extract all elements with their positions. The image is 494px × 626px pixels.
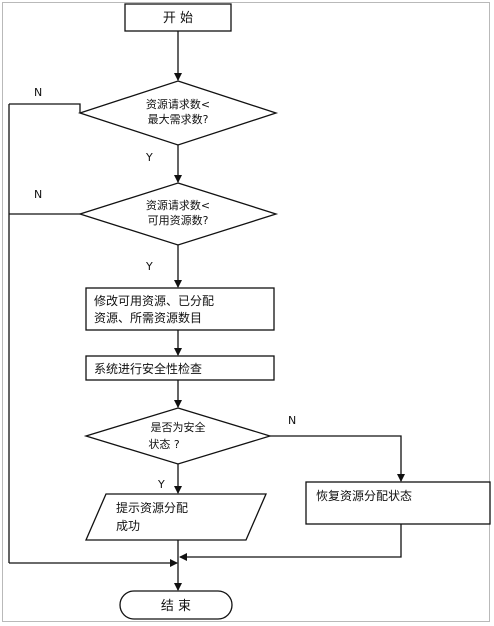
diagram-frame	[2, 2, 490, 622]
process-safety-check	[85, 355, 275, 381]
label-n2: N	[34, 188, 42, 201]
decision1-line2: 最大需求数?	[148, 112, 209, 126]
label-n3: N	[288, 414, 296, 427]
label-y2: Y	[145, 260, 153, 273]
end-node	[119, 590, 233, 620]
decision1-line1: 资源请求数<	[146, 97, 210, 111]
process1-line2: 资源、所需资源数目	[94, 310, 202, 325]
label-y3: Y	[157, 478, 165, 491]
output-line1: 提示资源分配	[116, 500, 188, 515]
decision3-line2: 状态 ?	[148, 437, 179, 451]
output-line2: 成功	[116, 519, 140, 533]
decision2-line1: 资源请求数<	[146, 198, 210, 212]
arrow-restore-to-merge	[179, 524, 402, 561]
process-restore-state	[305, 481, 491, 525]
process2-label: 系统进行安全性检查	[94, 361, 202, 376]
decision2-line2: 可用资源数?	[148, 213, 209, 227]
restore-label: 恢复资源分配状态	[316, 489, 412, 503]
process1-line1: 修改可用资源、已分配	[94, 293, 214, 308]
decision3-line1: 是否为安全	[151, 420, 206, 434]
end-label: 结 束	[161, 599, 191, 614]
label-y1: Y	[145, 151, 153, 164]
arrow-decision3-no	[270, 435, 405, 482]
line-decision1-no	[9, 103, 81, 113]
process-update-resources	[85, 287, 275, 331]
label-n1: N	[34, 86, 42, 99]
decision-safe-state	[83, 407, 273, 465]
start-label: 开 始	[163, 11, 193, 26]
output-allocation-success	[85, 493, 267, 541]
